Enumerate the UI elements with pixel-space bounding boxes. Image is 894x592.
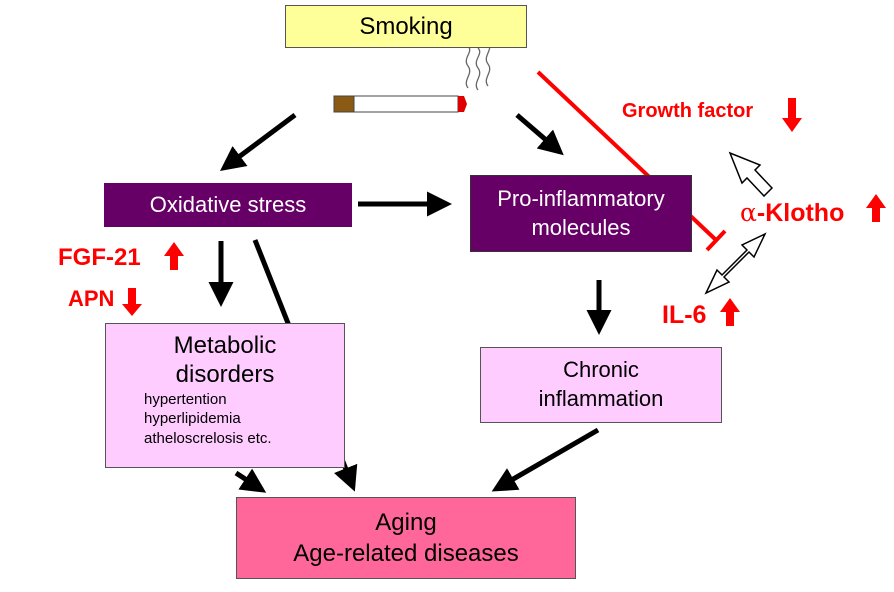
smoke-icon — [465, 41, 491, 91]
up-arrow-icon — [720, 298, 740, 326]
oxidative-stress-node: Oxidative stress — [104, 183, 352, 227]
aging-line-2: Age-related diseases — [293, 540, 519, 567]
outline-arrow-klotho-to-growth-factor — [728, 151, 774, 198]
outline-double-arrow-klotho-il6 — [704, 232, 767, 295]
fgf21-label: FGF-21 — [58, 244, 141, 271]
metabolic-item: hyperlipidemia — [144, 410, 241, 428]
aging-line-1: Aging — [375, 508, 437, 536]
up-arrow-icon — [164, 242, 184, 270]
cigarette-icon — [333, 95, 467, 113]
alpha-symbol: α — [740, 198, 757, 227]
pro-inflammatory-node: Pro-inflammatory molecules — [470, 175, 692, 252]
klotho-label: α-Klotho — [740, 198, 844, 228]
metabolic-item: atheloscrelosis etc. — [144, 429, 272, 447]
chronic-line-1: Chronic — [563, 357, 639, 383]
il6-label: IL-6 — [662, 301, 707, 329]
metabolic-title-line-1: Metabolic — [173, 332, 277, 359]
klotho-text: -Klotho — [756, 199, 845, 227]
metabolic-disorders-node: Metabolic disorders hypertention hyperli… — [105, 323, 345, 468]
smoking-label: Smoking — [359, 12, 453, 40]
down-arrow-icon — [782, 98, 802, 132]
oxidative-stress-label: Oxidative stress — [149, 192, 307, 217]
arrow-metabolic-to-aging — [234, 468, 267, 493]
metabolic-title-line-2: disorders — [175, 360, 275, 388]
arrow-cigarette-to-oxidative — [219, 112, 297, 171]
apn-label: APN — [68, 286, 115, 311]
pro-inflammatory-line-1: Pro-inflammatory — [497, 185, 665, 211]
metabolic-item: hypertention — [144, 390, 227, 408]
down-arrow-icon — [122, 288, 142, 316]
aging-node: Aging Age-related diseases — [236, 497, 576, 579]
chronic-inflammation-node: Chronic inflammation — [480, 347, 722, 423]
arrow-chronic-to-aging — [491, 427, 600, 492]
growth-factor-label: Growth factor — [622, 100, 754, 122]
chronic-line-2: inflammation — [538, 386, 664, 411]
up-arrow-icon — [866, 194, 886, 222]
smoking-node: Smoking — [285, 5, 527, 48]
pro-inflammatory-line-2: molecules — [531, 214, 631, 240]
arrow-cigarette-to-proinflammatory — [515, 113, 564, 156]
